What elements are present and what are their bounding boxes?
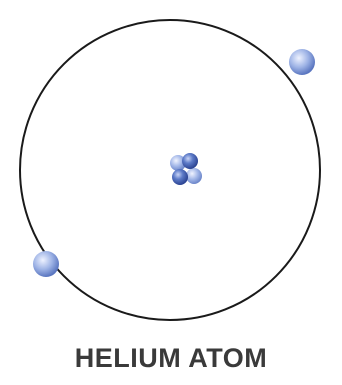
proton (182, 153, 198, 169)
neutron (186, 168, 202, 184)
nucleus (170, 153, 202, 185)
electron-bottom-left (33, 251, 59, 277)
proton (172, 169, 188, 185)
diagram-title: HELIUM ATOM (0, 342, 342, 374)
electron-orbit (20, 20, 320, 320)
electron-top-right (289, 49, 315, 75)
